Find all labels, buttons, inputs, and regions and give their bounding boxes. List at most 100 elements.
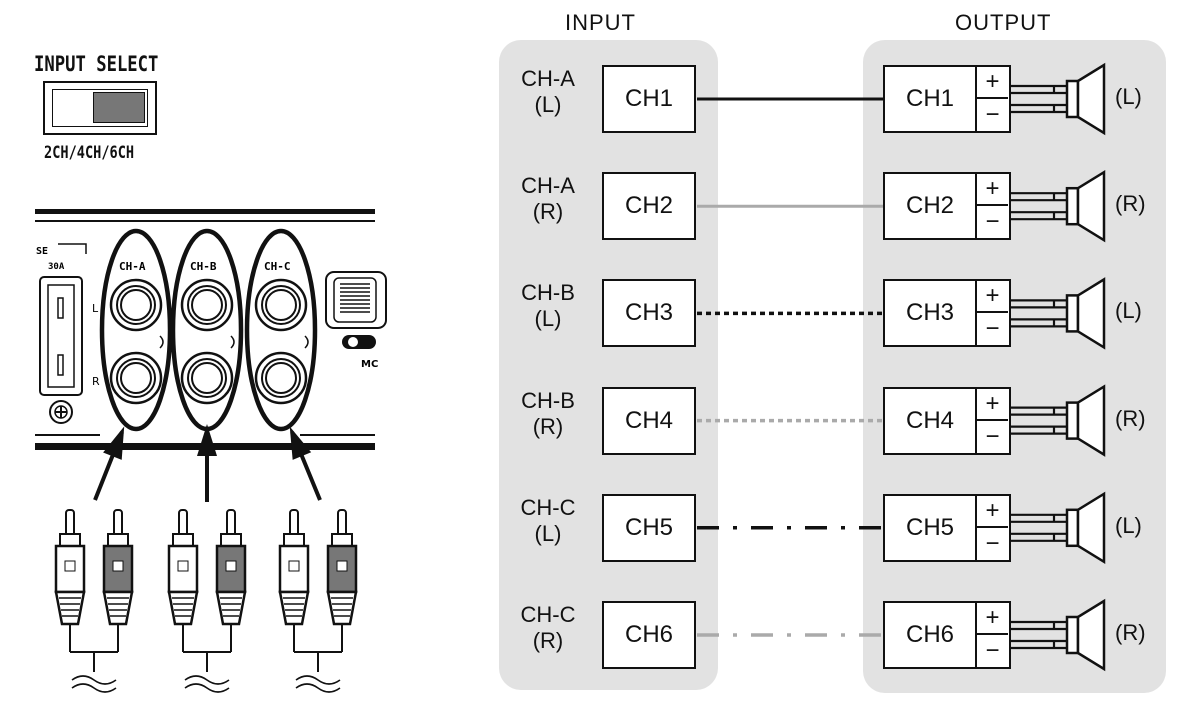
fuse-label: SE xyxy=(36,246,48,257)
speaker-side-label: (L) xyxy=(1115,84,1142,109)
rca-jack-icon xyxy=(109,351,163,405)
input-channel-box: CH4 xyxy=(602,386,696,455)
negative-terminal: − xyxy=(985,208,1000,236)
input-channel-box: CH1 xyxy=(602,65,696,133)
input-channel-side: (L) xyxy=(534,520,562,546)
input-channel-label: CH-A(L) xyxy=(508,66,588,118)
rca-cable xyxy=(294,651,342,693)
row-letter-l: L xyxy=(92,302,99,315)
rca-cable xyxy=(183,651,231,693)
positive-terminal: + xyxy=(977,281,1008,314)
input-channel-box: CH5 xyxy=(602,493,696,562)
output-channel-box: CH6+− xyxy=(883,601,1011,669)
speaker-side-label: (L) xyxy=(1115,512,1142,538)
speaker-side-label: (R) xyxy=(1115,620,1146,645)
input-channel-label: CH-B(R) xyxy=(508,388,588,440)
input-select-switch-knob xyxy=(93,92,145,123)
speaker-icon xyxy=(1007,384,1106,457)
speaker-side-label: (L) xyxy=(1115,298,1142,324)
negative-terminal: − xyxy=(985,637,1000,664)
input-channel-side: (L) xyxy=(534,92,562,117)
output-channel-box: CH4+− xyxy=(883,386,1011,455)
rca-group-label: CH-C xyxy=(264,260,291,273)
input-channel-box: CH3 xyxy=(602,279,696,348)
input-channel-name: CH-C xyxy=(520,494,576,520)
output-channel-box: CH2+− xyxy=(883,172,1011,241)
mode-label-partial: MC xyxy=(361,359,378,370)
positive-terminal: + xyxy=(977,496,1008,528)
rca-group-label: CH-B xyxy=(190,260,217,273)
negative-terminal: − xyxy=(985,315,1000,343)
output-channel-name: CH3 xyxy=(885,281,977,346)
output-channel-box: CH3+− xyxy=(883,279,1011,348)
output-channel-name: CH1 xyxy=(885,67,977,131)
rca-jack-icon xyxy=(254,351,308,405)
output-channel-box: CH5+− xyxy=(883,493,1011,562)
mode-switch-icon xyxy=(342,335,376,349)
rca-cable xyxy=(70,651,118,693)
rca-jack-group: CH-B xyxy=(170,228,244,432)
rca-plug-left-icon xyxy=(54,509,86,652)
speaker-side-label: (R) xyxy=(1115,191,1146,217)
rca-plugs xyxy=(54,509,358,693)
speaker-side-label: (R) xyxy=(1115,405,1146,431)
rca-jack-group: CH-A xyxy=(99,228,173,432)
input-channel-name: CH-B xyxy=(521,280,575,306)
positive-terminal: + xyxy=(977,603,1008,635)
positive-terminal: + xyxy=(977,389,1008,421)
input-channel-name: CH-C xyxy=(520,602,576,627)
positive-terminal: + xyxy=(977,174,1008,207)
rca-plug-left-icon xyxy=(167,509,199,652)
input-channel-label: CH-B(L) xyxy=(508,280,588,332)
negative-terminal: − xyxy=(985,422,1000,450)
input-select-title: INPUT SELECT xyxy=(34,52,159,76)
output-panel xyxy=(863,40,1166,693)
input-header: INPUT xyxy=(565,10,636,35)
input-channel-name: CH-A xyxy=(521,173,575,199)
speaker-icon xyxy=(1007,277,1106,350)
rca-plug-left-icon xyxy=(278,509,310,652)
positive-terminal: + xyxy=(977,67,1008,99)
output-channel-name: CH4 xyxy=(885,388,977,453)
speaker-icon xyxy=(1007,598,1106,672)
insert-arrow-icon xyxy=(197,424,217,502)
input-select-switch[interactable] xyxy=(43,81,157,135)
input-channel-name: CH-A xyxy=(521,66,575,91)
speaker-icon xyxy=(1007,169,1106,243)
rca-plug-right-icon xyxy=(215,509,247,652)
output-header: OUTPUT xyxy=(955,10,1052,35)
insert-arrow-icon xyxy=(289,426,322,501)
output-channel-name: CH6 xyxy=(885,603,977,667)
speaker-icon xyxy=(1007,62,1106,136)
input-channel-label: CH-A(R) xyxy=(508,173,588,225)
output-channel-box: CH1+− xyxy=(883,65,1011,133)
row-letter-r: R xyxy=(92,375,100,388)
rca-jack-icon xyxy=(109,278,163,332)
insertion-arrows xyxy=(93,424,322,502)
input-channel-side: (L) xyxy=(534,306,562,332)
rca-jack-groups: CH-A CH-B CH-C xyxy=(99,228,318,432)
output-channel-name: CH2 xyxy=(885,174,977,239)
rca-jack-icon xyxy=(180,351,234,405)
speaker-icon xyxy=(1007,491,1106,565)
fuse-rating: 30A xyxy=(48,262,65,272)
output-channel-name: CH5 xyxy=(885,495,977,560)
input-panel xyxy=(499,40,718,690)
speakers xyxy=(1007,62,1106,672)
input-channel-side: (R) xyxy=(532,413,564,439)
negative-terminal: − xyxy=(985,101,1000,128)
input-channel-box: CH2 xyxy=(602,172,696,241)
channel-connections xyxy=(697,97,883,637)
rca-jack-icon xyxy=(254,278,308,332)
rca-plug-right-icon xyxy=(102,509,134,652)
rca-jack-group: CH-C xyxy=(244,228,318,432)
input-channel-name: CH-B xyxy=(521,387,575,413)
input-select-switch-track xyxy=(52,89,148,127)
insert-arrow-icon xyxy=(93,426,125,501)
rca-group-label: CH-A xyxy=(119,260,146,273)
input-channel-label: CH-C(R) xyxy=(508,602,588,654)
input-channel-box: CH6 xyxy=(602,601,696,669)
input-select-modes: 2CH/4CH/6CH xyxy=(44,143,135,163)
rca-plug-right-icon xyxy=(326,509,358,652)
amplifier-panel: SE 30A L R MC xyxy=(35,209,387,450)
